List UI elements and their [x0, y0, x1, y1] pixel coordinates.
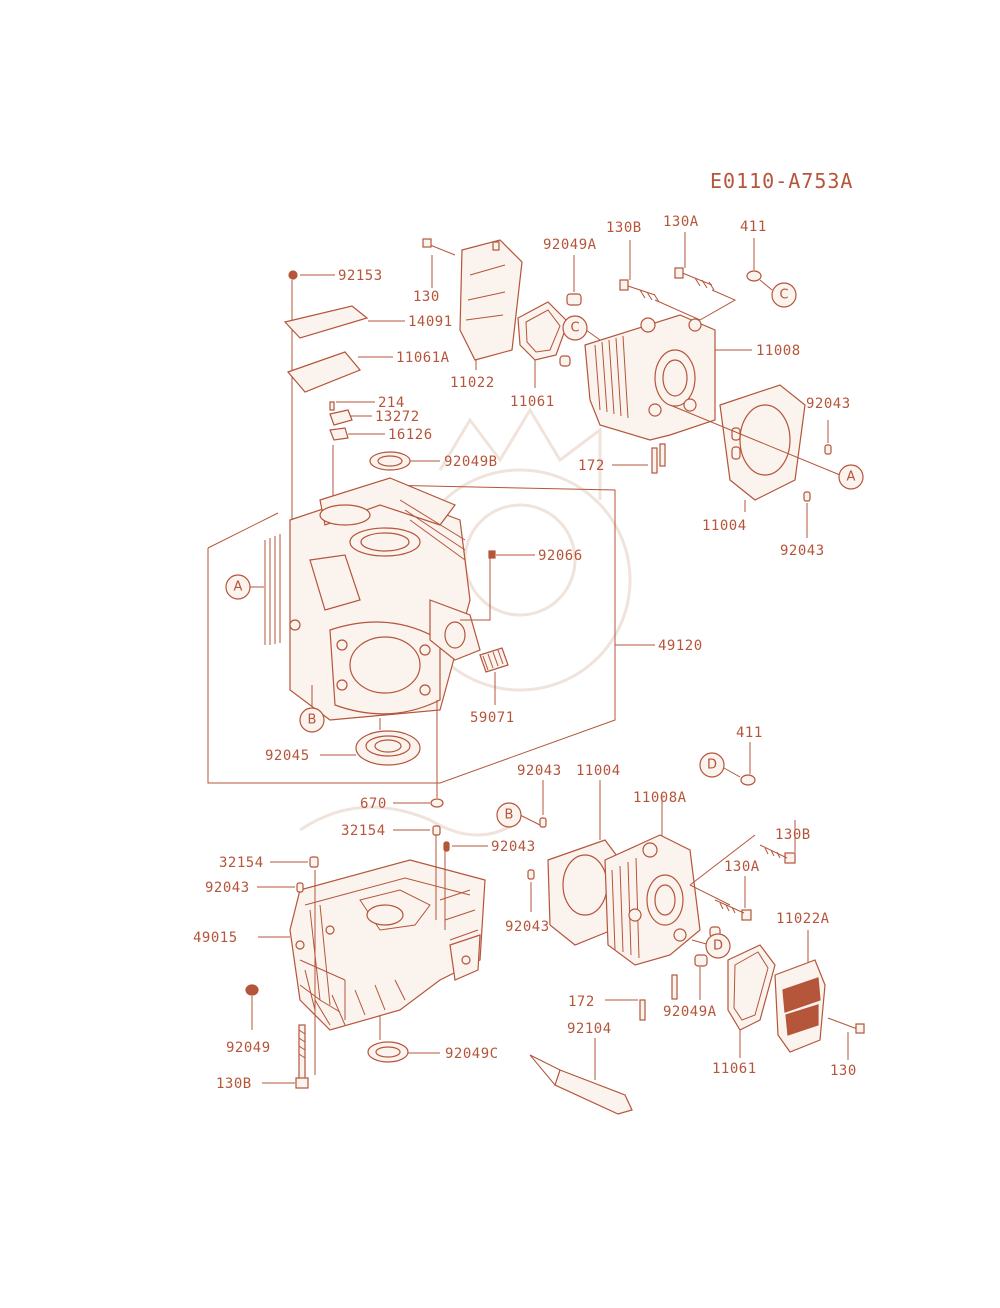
label-11004-bot: 11004	[576, 763, 621, 779]
label-92153: 92153	[338, 268, 383, 284]
label-14091: 14091	[408, 314, 453, 330]
label-130A-r: 130A	[724, 859, 760, 875]
label-92043-b2: 92043	[505, 919, 550, 935]
label-11008A: 11008A	[633, 790, 687, 806]
label-130B-bot: 130B	[216, 1076, 252, 1092]
svg-text:B: B	[505, 808, 514, 823]
label-92049A-bot: 92049A	[663, 1004, 717, 1020]
diagram-code: E0110-A753A	[710, 169, 853, 193]
label-92104: 92104	[567, 1021, 612, 1037]
label-32154-a: 32154	[341, 823, 386, 839]
callout-c-head: C	[562, 315, 588, 341]
label-411-bot: 411	[736, 725, 763, 741]
label-130B-r: 130B	[775, 827, 811, 843]
svg-text:D: D	[707, 758, 717, 773]
label-130-bot: 130	[830, 1063, 857, 1079]
label-172-top: 172	[578, 458, 605, 474]
label-11022: 11022	[450, 375, 495, 391]
callout-c-washer: C	[771, 282, 797, 308]
part-labels: 92153 14091 11061A 214 13272 16126 92049…	[193, 214, 857, 1092]
label-11061A: 11061A	[396, 350, 450, 366]
label-11008: 11008	[756, 343, 801, 359]
label-172-bot: 172	[568, 994, 595, 1010]
label-32154-b: 32154	[219, 855, 264, 871]
label-16126: 16126	[388, 427, 433, 443]
label-92043-m: 92043	[491, 839, 536, 855]
callout-d-washer: D	[699, 752, 725, 778]
label-92049B: 92049B	[444, 454, 498, 470]
callout-b-head: B	[496, 802, 522, 828]
callout-a-block: A	[225, 574, 251, 600]
label-130A-top: 130A	[663, 214, 699, 230]
cylinder-head-bottom	[519, 742, 865, 1060]
callout-d-head: D	[705, 933, 731, 959]
spring-59071	[479, 647, 509, 705]
label-92049A-top: 92049A	[543, 237, 597, 253]
label-11004-top: 11004	[702, 518, 747, 534]
label-92045: 92045	[265, 748, 310, 764]
label-92066: 92066	[538, 548, 583, 564]
svg-text:A: A	[234, 580, 243, 595]
svg-text:B: B	[308, 713, 317, 728]
label-11061-bot: 11061	[712, 1061, 757, 1077]
svg-text:C: C	[779, 288, 788, 303]
label-92043-r1: 92043	[806, 396, 851, 412]
label-92043-b1: 92043	[517, 763, 562, 779]
cylinder-head-top	[422, 232, 841, 538]
label-11061-top: 11061	[510, 394, 555, 410]
crankcase-49015	[289, 835, 486, 1031]
callout-b-block: B	[299, 707, 325, 733]
label-59071: 59071	[470, 710, 515, 726]
label-670: 670	[360, 796, 387, 812]
breather-cover-group	[283, 270, 369, 560]
label-92043-r2: 92043	[780, 543, 825, 559]
svg-text:A: A	[847, 470, 856, 485]
cylinder-block	[207, 477, 616, 784]
label-214: 214	[378, 395, 405, 411]
label-130B-top: 130B	[606, 220, 642, 236]
label-92049: 92049	[226, 1040, 271, 1056]
label-49015: 49015	[193, 930, 238, 946]
bearing-92045	[320, 718, 421, 766]
svg-text:C: C	[570, 321, 579, 336]
watermark-logo	[299, 407, 632, 837]
label-13272: 13272	[375, 409, 420, 425]
label-92049C: 92049C	[445, 1046, 499, 1062]
label-49120: 49120	[658, 638, 703, 654]
label-130-top: 130	[413, 289, 440, 305]
label-411-top: 411	[740, 219, 767, 235]
callout-a-head: A	[838, 464, 864, 490]
label-92043-l: 92043	[205, 880, 250, 896]
svg-text:D: D	[713, 939, 723, 954]
label-11022A: 11022A	[776, 911, 830, 927]
sealant-tube-92104	[529, 1038, 633, 1115]
